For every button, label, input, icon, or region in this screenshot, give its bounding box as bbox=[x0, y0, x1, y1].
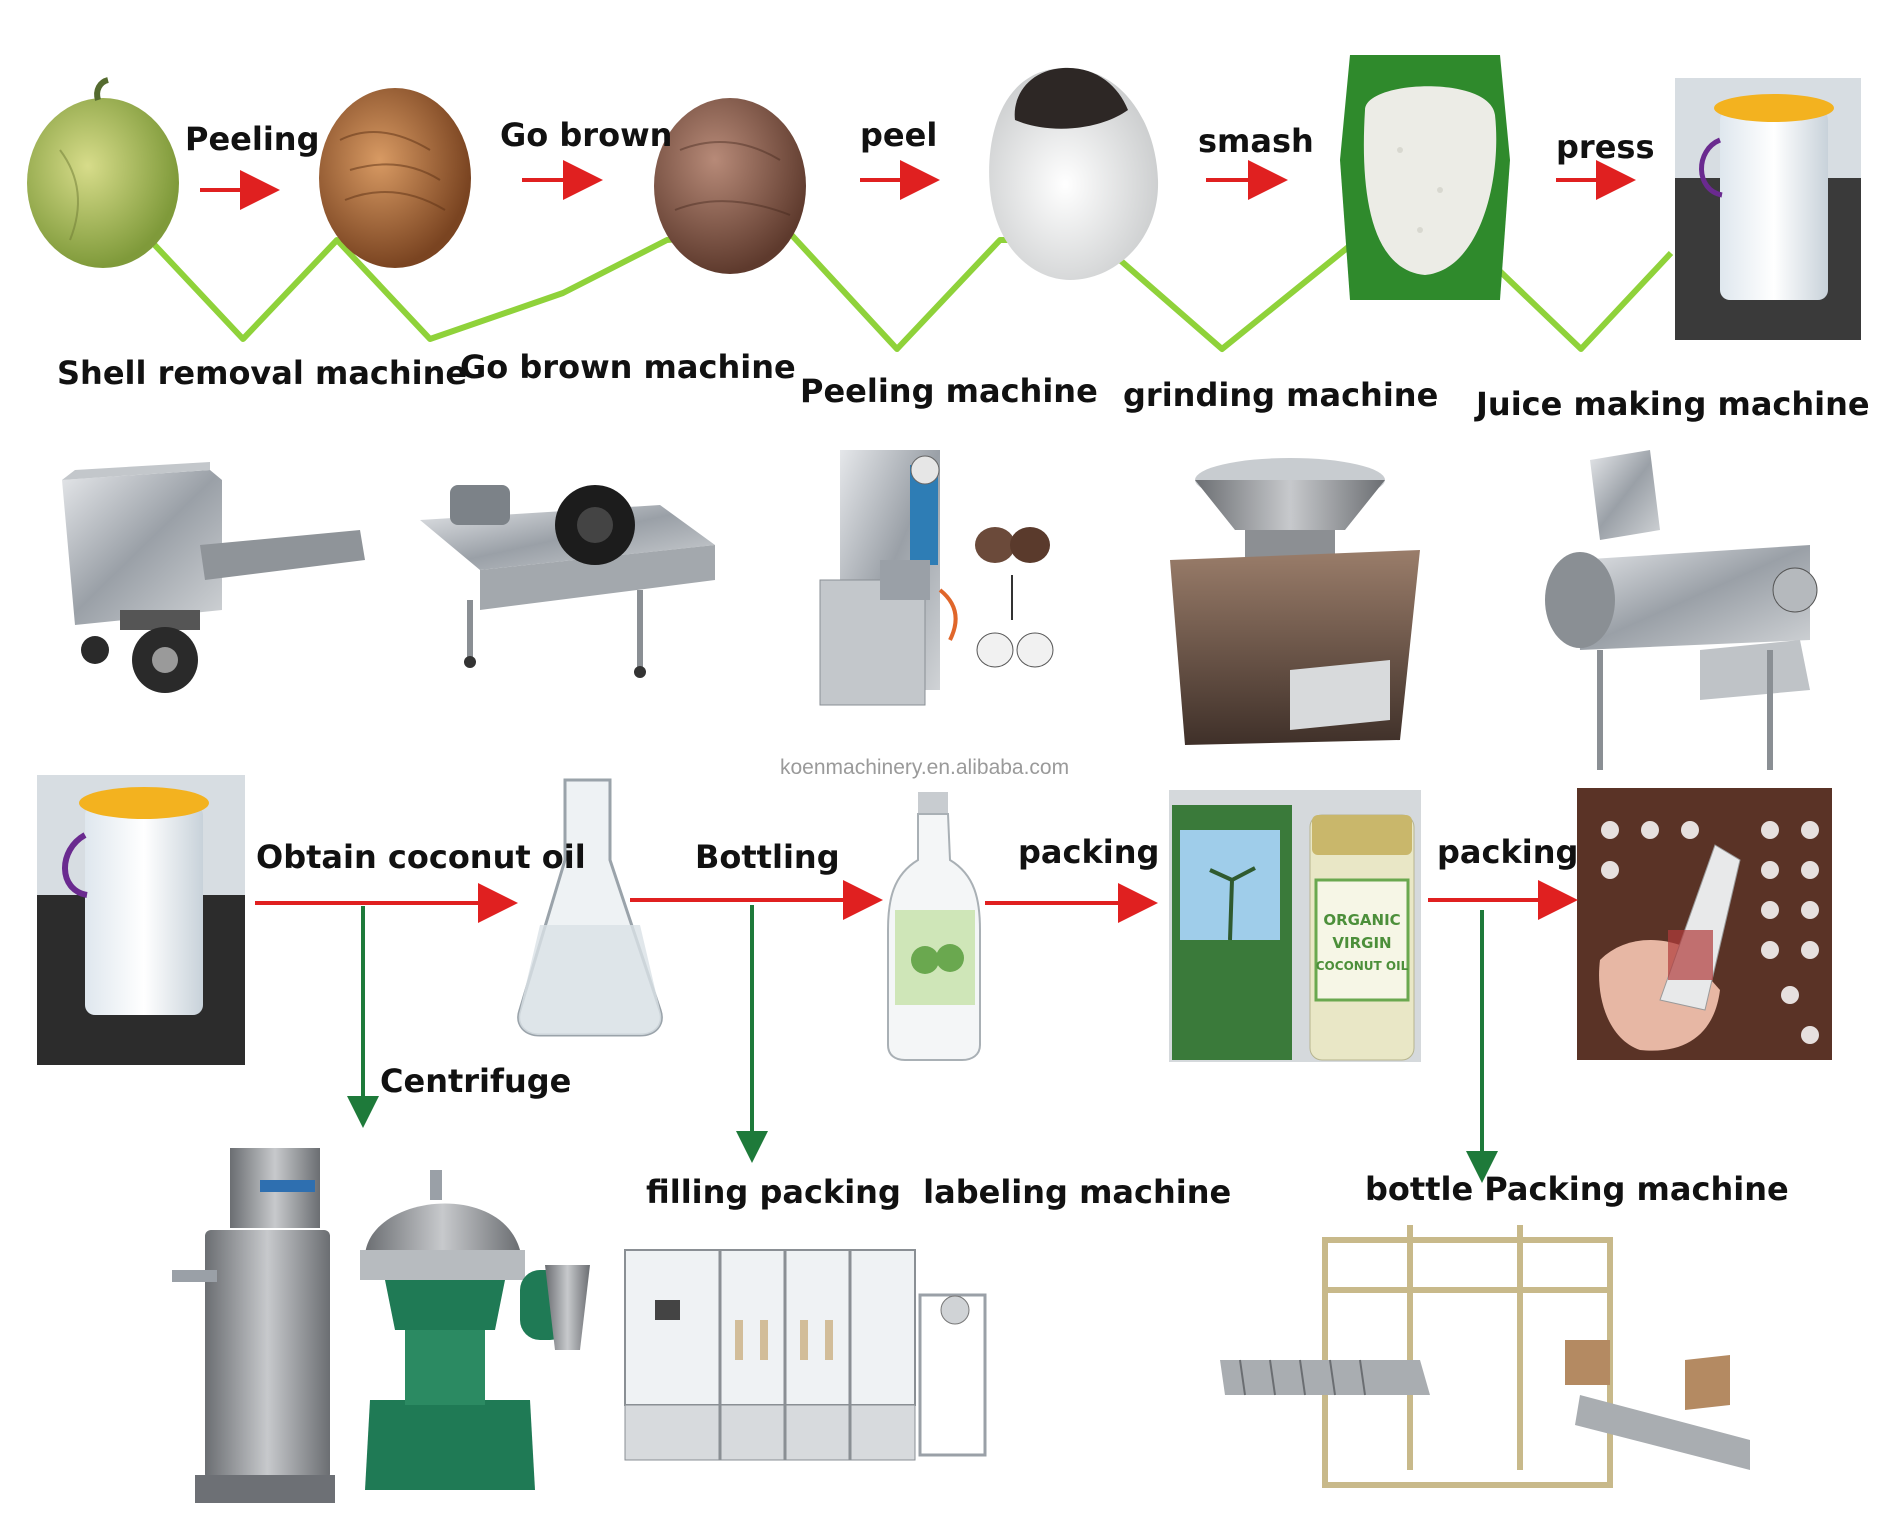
juice-making-machine-image bbox=[1545, 450, 1818, 770]
machine-label-juice-making: Juice making machine bbox=[1476, 385, 1870, 423]
disc-centrifuge-image bbox=[360, 1170, 590, 1490]
virgin-coconut-oil-image: ORGANIC VIRGIN COCONUT OIL bbox=[1169, 790, 1421, 1062]
brown-coconut-image bbox=[654, 98, 806, 274]
tubular-centrifuge-image bbox=[172, 1148, 335, 1503]
coconut-water-bottle-image bbox=[887, 792, 981, 1061]
coconut-milk-jar-image bbox=[1675, 78, 1861, 340]
husked-coconut-image bbox=[319, 88, 471, 268]
stage-label-obtain-oil: Obtain coconut oil bbox=[256, 838, 586, 876]
coconut-milk-jar-image-2 bbox=[37, 775, 245, 1065]
peeled-coconut-image bbox=[989, 67, 1159, 280]
stage-label-centrifuge: Centrifuge bbox=[380, 1062, 572, 1100]
step-label-press: press bbox=[1556, 128, 1655, 166]
grinding-machine-image bbox=[1170, 458, 1420, 745]
step-label-peeling: Peeling bbox=[185, 120, 320, 158]
step-label-go-brown: Go brown bbox=[500, 116, 673, 154]
bottle-in-hand-image bbox=[1577, 788, 1832, 1060]
green-coconut-image bbox=[27, 77, 179, 268]
coconut-oil-flask-image bbox=[517, 778, 663, 1037]
machine-label-go-brown: Go brown machine bbox=[460, 348, 796, 386]
grated-coconut-image bbox=[1340, 55, 1510, 300]
watermark: koenmachinery.en.alibaba.com bbox=[780, 756, 1070, 779]
stage-label-filling: filling packing labeling machine bbox=[646, 1173, 1232, 1211]
step-label-peel: peel bbox=[860, 116, 938, 154]
go-brown-machine-image bbox=[420, 485, 715, 678]
machine-label-peeling: Peeling machine bbox=[800, 372, 1098, 410]
stage-label-bottle-packing: bottle Packing machine bbox=[1365, 1170, 1789, 1208]
stage-label-packing-1: packing bbox=[1018, 833, 1160, 871]
shell-removal-machine-image bbox=[62, 462, 365, 693]
stage-label-packing-2: packing bbox=[1437, 833, 1579, 871]
machine-label-shell-removal: Shell removal machine bbox=[57, 354, 468, 392]
stage-label-bottling: Bottling bbox=[695, 838, 840, 876]
bottle-label-brand: ORGANIC bbox=[1323, 911, 1400, 929]
bottle-label-line1: VIRGIN bbox=[1332, 934, 1391, 952]
filling-labeling-machine-image bbox=[624, 1249, 987, 1461]
step-label-smash: smash bbox=[1198, 122, 1314, 160]
bottle-packing-machine-image bbox=[1220, 1225, 1750, 1488]
bottle-label-line2: COCONUT OIL bbox=[1316, 959, 1409, 973]
machine-label-grinding: grinding machine bbox=[1123, 376, 1439, 414]
peeling-machine-image bbox=[819, 450, 1054, 706]
